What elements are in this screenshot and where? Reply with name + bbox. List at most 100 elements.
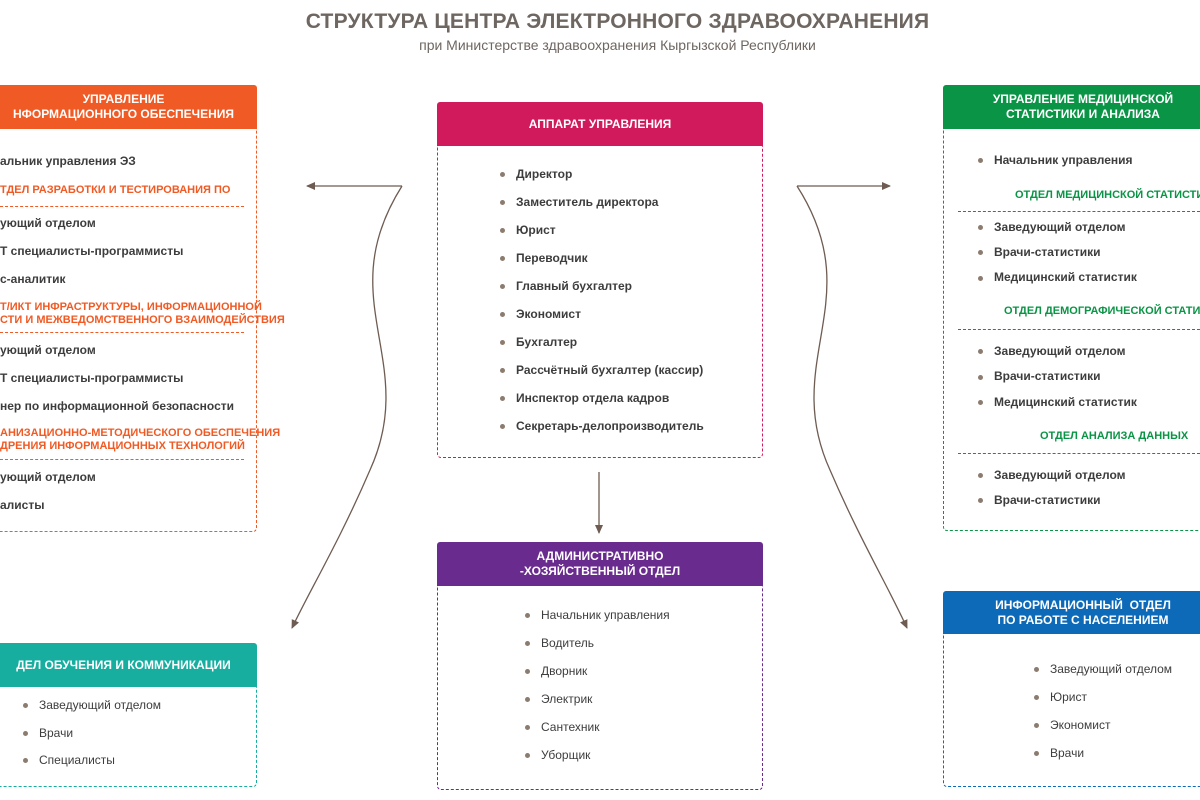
- info-support-header-line2: НФОРМАЦИОННОГО ОБЕСПЕЧЕНИЯ: [12, 107, 235, 121]
- med-stats-header-line1: УПРАВЛЕНИЕ МЕДИЦИНСКОЙ: [992, 92, 1174, 106]
- public-info-header-line1: ИНФОРМАЦИОННЫЙ ОТДЕЛ: [995, 597, 1171, 612]
- bullet-dot: [500, 368, 505, 373]
- apparatus-header: АППАРАТ УПРАВЛЕНИЯ: [437, 102, 763, 146]
- med-stats-head: Начальник управления: [994, 153, 1133, 167]
- apparatus-header-label: АППАРАТ УПРАВЛЕНИЯ: [528, 116, 672, 131]
- info-support-section3-line2: ДРЕНИЯ ИНФОРМАЦИОННЫХ ТЕХНОЛОГИЙ: [0, 440, 245, 452]
- divider: [958, 211, 1200, 212]
- list-item: Главный бухгалтер: [516, 279, 633, 293]
- bullet-dot: [978, 349, 983, 354]
- info-support-section1: ТДЕЛ РАЗРАБОТКИ И ТЕСТИРОВАНИЯ ПО: [0, 184, 231, 196]
- admin-box: [437, 585, 763, 790]
- list-item: Заведующий отделом: [994, 220, 1126, 234]
- list-item: Врачи-статистики: [994, 369, 1101, 383]
- list-item: Сантехник: [541, 720, 600, 734]
- bullet-dot: [500, 396, 505, 401]
- bullet-dot: [1034, 667, 1039, 672]
- training-box: [0, 686, 257, 787]
- list-item: Юрист: [516, 223, 556, 237]
- bullet-dot: [500, 256, 505, 261]
- page-title: СТРУКТУРА ЦЕНТРА ЭЛЕКТРОННОГО ЗДРАВООХРА…: [305, 10, 930, 33]
- arrow-to-public-info: [796, 185, 908, 629]
- list-item: Специалисты: [39, 753, 115, 767]
- bullet-dot: [23, 703, 28, 708]
- list-item: Медицинский статистик: [994, 270, 1137, 284]
- med-stats-header: УПРАВЛЕНИЕ МЕДИЦИНСКОЙ СТАТИСТИКИ И АНАЛ…: [943, 85, 1200, 129]
- list-item: Начальник управления: [541, 608, 670, 622]
- divider: [958, 453, 1200, 454]
- list-item: Директор: [516, 167, 573, 181]
- admin-header: АДМИНИСТРАТИВНО -ХОЗЯЙСТВЕННЫЙ ОТДЕЛ: [437, 542, 763, 586]
- list-item: Инспектор отдела кадров: [516, 391, 670, 405]
- bullet-dot: [978, 225, 983, 230]
- bullet-dot: [500, 284, 505, 289]
- list-item: Дворник: [541, 664, 588, 678]
- bullet-dot: [500, 340, 505, 345]
- med-stats-header-line2: СТАТИСТИКИ И АНАЛИЗА: [1006, 107, 1160, 121]
- list-item: Уборщик: [541, 748, 591, 762]
- admin-header-line2: -ХОЗЯЙСТВЕННЫЙ ОТДЕЛ: [519, 564, 681, 578]
- med-stats-section1: ОТДЕЛ МЕДИЦИНСКОЙ СТАТИСТИКИ: [1015, 189, 1200, 201]
- bullet-dot: [1034, 695, 1039, 700]
- list-item: Т специалисты-программисты: [0, 244, 184, 258]
- public-info-header: ИНФОРМАЦИОННЫЙ ОТДЕЛ ПО РАБОТЕ С НАСЕЛЕН…: [943, 591, 1200, 634]
- training-header-label: ДЕЛ ОБУЧЕНИЯ И КОММУНИКАЦИИ: [16, 657, 231, 672]
- bullet-dot: [978, 473, 983, 478]
- list-item: Врачи: [39, 726, 74, 740]
- list-item: Медицинский статистик: [994, 395, 1137, 409]
- list-item: Врачи-статистики: [994, 493, 1101, 507]
- bullet-dot: [525, 669, 530, 674]
- list-item: ующий отделом: [0, 216, 96, 230]
- list-item: Заведующий отделом: [1050, 662, 1173, 676]
- bullet-dot: [525, 725, 530, 730]
- list-item: Заведующий отделом: [39, 698, 162, 712]
- bullet-dot: [978, 250, 983, 255]
- list-item: Заведующий отделом: [994, 468, 1126, 482]
- list-item: Юрист: [1050, 690, 1087, 704]
- list-item: Водитель: [541, 636, 595, 650]
- list-item: Электрик: [541, 692, 593, 706]
- list-item: Переводчик: [516, 251, 588, 265]
- bullet-dot: [978, 276, 983, 281]
- list-item: ующий отделом: [0, 470, 96, 484]
- list-item: Экономист: [516, 307, 581, 321]
- info-support-header-line1: УПРАВЛЕНИЕ: [82, 92, 165, 106]
- bullet-dot: [23, 758, 28, 763]
- training-header: ДЕЛ ОБУЧЕНИЯ И КОММУНИКАЦИИ: [0, 643, 257, 687]
- bullet-dot: [23, 731, 28, 736]
- bullet-dot: [978, 158, 983, 163]
- list-item: Секретарь-делопроизводитель: [516, 419, 704, 433]
- list-item: Врачи: [1050, 746, 1085, 760]
- public-info-box: [943, 633, 1200, 787]
- public-info-header-line2: ПО РАБОТЕ С НАСЕЛЕНИЕМ: [997, 612, 1169, 627]
- list-item: Т специалисты-программисты: [0, 371, 184, 385]
- med-stats-section3: ОТДЕЛ АНАЛИЗА ДАННЫХ: [1040, 430, 1189, 442]
- list-item: Заведующий отделом: [994, 344, 1126, 358]
- divider: [0, 206, 244, 207]
- bullet-dot: [1034, 723, 1039, 728]
- bullet-dot: [1034, 751, 1039, 756]
- bullet-dot: [525, 641, 530, 646]
- info-support-section2-line1: Т/ИКТ ИНФРАСТРУКТУРЫ, ИНФОРМАЦИОННОЙ: [0, 301, 262, 313]
- divider: [958, 329, 1200, 330]
- list-item: Рассчётный бухгалтер (кассир): [516, 363, 704, 377]
- bullet-dot: [500, 228, 505, 233]
- bullet-dot: [500, 312, 505, 317]
- med-stats-box: [943, 128, 1200, 531]
- info-support-header: УПРАВЛЕНИЕ НФОРМАЦИОННОГО ОБЕСПЕЧЕНИЯ: [0, 85, 257, 129]
- bullet-dot: [525, 753, 530, 758]
- med-stats-section2: ОТДЕЛ ДЕМОГРАФИЧЕСКОЙ СТАТИСТИКИ: [1004, 305, 1200, 317]
- list-item: Врачи-статистики: [994, 245, 1101, 259]
- list-item: с-аналитик: [0, 272, 66, 286]
- info-support-box: [0, 128, 257, 532]
- bullet-dot: [978, 498, 983, 503]
- bullet-dot: [525, 613, 530, 618]
- info-support-section3-line1: АНИЗАЦИОННО-МЕТОДИЧЕСКОГО ОБЕСПЕЧЕНИЯ: [0, 427, 281, 439]
- divider: [0, 332, 244, 333]
- list-item: алисты: [0, 498, 45, 512]
- bullet-dot: [978, 375, 983, 380]
- bullet-dot: [500, 172, 505, 177]
- list-item: Экономист: [1050, 718, 1111, 732]
- bullet-dot: [500, 424, 505, 429]
